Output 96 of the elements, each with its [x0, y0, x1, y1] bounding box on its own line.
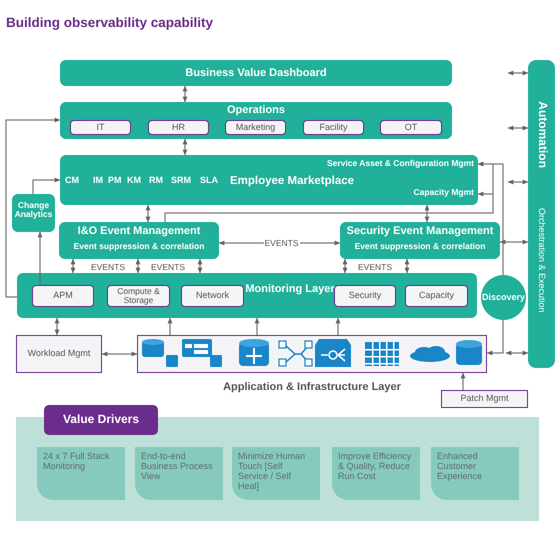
- value-card: [332, 447, 420, 500]
- connector-arrow: [404, 258, 410, 274]
- event-label: EVENTS: [90, 263, 126, 272]
- card-text: Improve Efficiency & Quality, Reduce Run Cost: [338, 452, 412, 482]
- node-label: Security Event Management: [346, 225, 494, 238]
- abbreviation-label: CM: [65, 176, 79, 186]
- node-label: Monitoring Layer: [245, 283, 335, 296]
- value-card: [135, 447, 223, 500]
- event-label: EVENTS: [357, 263, 394, 272]
- subheading-text: Event suppression & correlation: [354, 242, 486, 252]
- card-text: Enhanced Customer Experience: [437, 452, 484, 482]
- abbreviation-label: IM: [93, 176, 103, 186]
- process-box: [16, 335, 102, 373]
- card-text: End-to-end Business Process View: [141, 452, 214, 482]
- connector-arrow: [32, 178, 61, 194]
- abbreviation-label: KM: [127, 176, 141, 186]
- process-box: [441, 390, 528, 408]
- connector-arrow: [136, 258, 140, 274]
- category-pill: [303, 120, 364, 135]
- diagram-title: Building observability capability: [6, 15, 214, 30]
- node-label: Application & Infrastructure Layer: [222, 381, 402, 394]
- connector-arrow: [6, 118, 61, 298]
- node-label: Capacity Mgmt: [414, 188, 474, 198]
- node-label: Facility: [319, 122, 348, 132]
- connector-arrow: [336, 317, 340, 336]
- free-arrow: [505, 350, 529, 356]
- node-label: Workload Mgmt: [28, 349, 90, 359]
- connector-arrow: [424, 204, 430, 223]
- process-box: [59, 222, 219, 259]
- connector-arrow: [342, 258, 348, 274]
- category-pill: [32, 285, 94, 307]
- connector-arrow: [182, 85, 188, 103]
- subheading-text: Orchestration & Execution: [536, 208, 546, 312]
- node-label: Change Analytics: [14, 201, 54, 220]
- process-box: [12, 194, 55, 232]
- connector-arrow: [38, 231, 42, 286]
- heading-text: Automation: [534, 101, 548, 168]
- node-label: Discovery: [482, 292, 526, 302]
- process-box: [340, 222, 500, 259]
- node-label: OT: [404, 122, 418, 132]
- connector-arrow: [168, 317, 172, 336]
- category-pill: [148, 120, 209, 135]
- process-box: [60, 102, 452, 139]
- free-arrow: [507, 180, 529, 184]
- node-label: Patch Mgmt: [460, 394, 508, 404]
- free-arrow: [507, 126, 529, 130]
- category-pill: [380, 120, 442, 135]
- connector-arrow: [182, 138, 188, 156]
- node-label: Service Asset & Configuration Mgmt: [326, 159, 474, 168]
- abbreviation-label: SRM: [171, 176, 191, 186]
- subheading-text: Event suppression & correlation: [72, 242, 206, 252]
- category-pill: [107, 285, 170, 307]
- connector-arrow: [198, 258, 202, 274]
- connector-arrow: [499, 240, 529, 244]
- section-tab: Value Drivers: [44, 405, 158, 435]
- event-label: EVENTS: [150, 263, 186, 272]
- card-text: 24 x 7 Full Stack Monitoring: [43, 452, 111, 472]
- value-card: [431, 447, 519, 500]
- category-pill: [225, 120, 286, 135]
- category-pill: [181, 285, 244, 307]
- node-label: Marketing: [236, 122, 276, 132]
- connector-arrow: [460, 372, 466, 390]
- card-text: Minimize Human Touch [Self Service / Self Heal]: [238, 452, 306, 492]
- node-label: Operations: [226, 104, 286, 116]
- node-label: I&O Event Management: [76, 225, 202, 238]
- node-label: Capacity: [418, 291, 454, 301]
- category-pill: [334, 285, 396, 307]
- connector-arrow: [146, 204, 150, 223]
- connector-arrow: [477, 162, 504, 276]
- category-pill: [405, 285, 468, 307]
- node-label: Network: [196, 291, 229, 301]
- process-circle: [481, 275, 526, 320]
- process-box: [17, 273, 477, 318]
- connector-arrow: [101, 352, 138, 356]
- node-label: Security: [348, 291, 382, 301]
- node-label: Business Value Dashboard: [184, 67, 328, 80]
- vertical-bar: [528, 60, 555, 368]
- category-pill: [70, 120, 131, 135]
- node-label: APM: [53, 291, 73, 301]
- value-card: [232, 447, 320, 500]
- abbreviation-label: SLA: [200, 176, 218, 186]
- connector-arrow: [54, 317, 60, 336]
- value-card: [37, 447, 125, 500]
- edge-label: EVENTS: [264, 239, 300, 248]
- node-label: Compute & Storage: [116, 287, 161, 306]
- node-label: Employee Marketplace: [230, 175, 354, 188]
- connector-arrow: [70, 258, 76, 274]
- abbreviation-label: RM: [149, 176, 163, 186]
- abbreviation-label: PM: [108, 176, 122, 186]
- free-arrow: [507, 70, 529, 76]
- node-label: IT: [96, 122, 104, 132]
- node-label: HR: [172, 122, 185, 132]
- process-box: [60, 60, 452, 86]
- connector-arrow: [486, 320, 504, 356]
- connector-arrow: [254, 317, 260, 336]
- process-box: [60, 155, 478, 205]
